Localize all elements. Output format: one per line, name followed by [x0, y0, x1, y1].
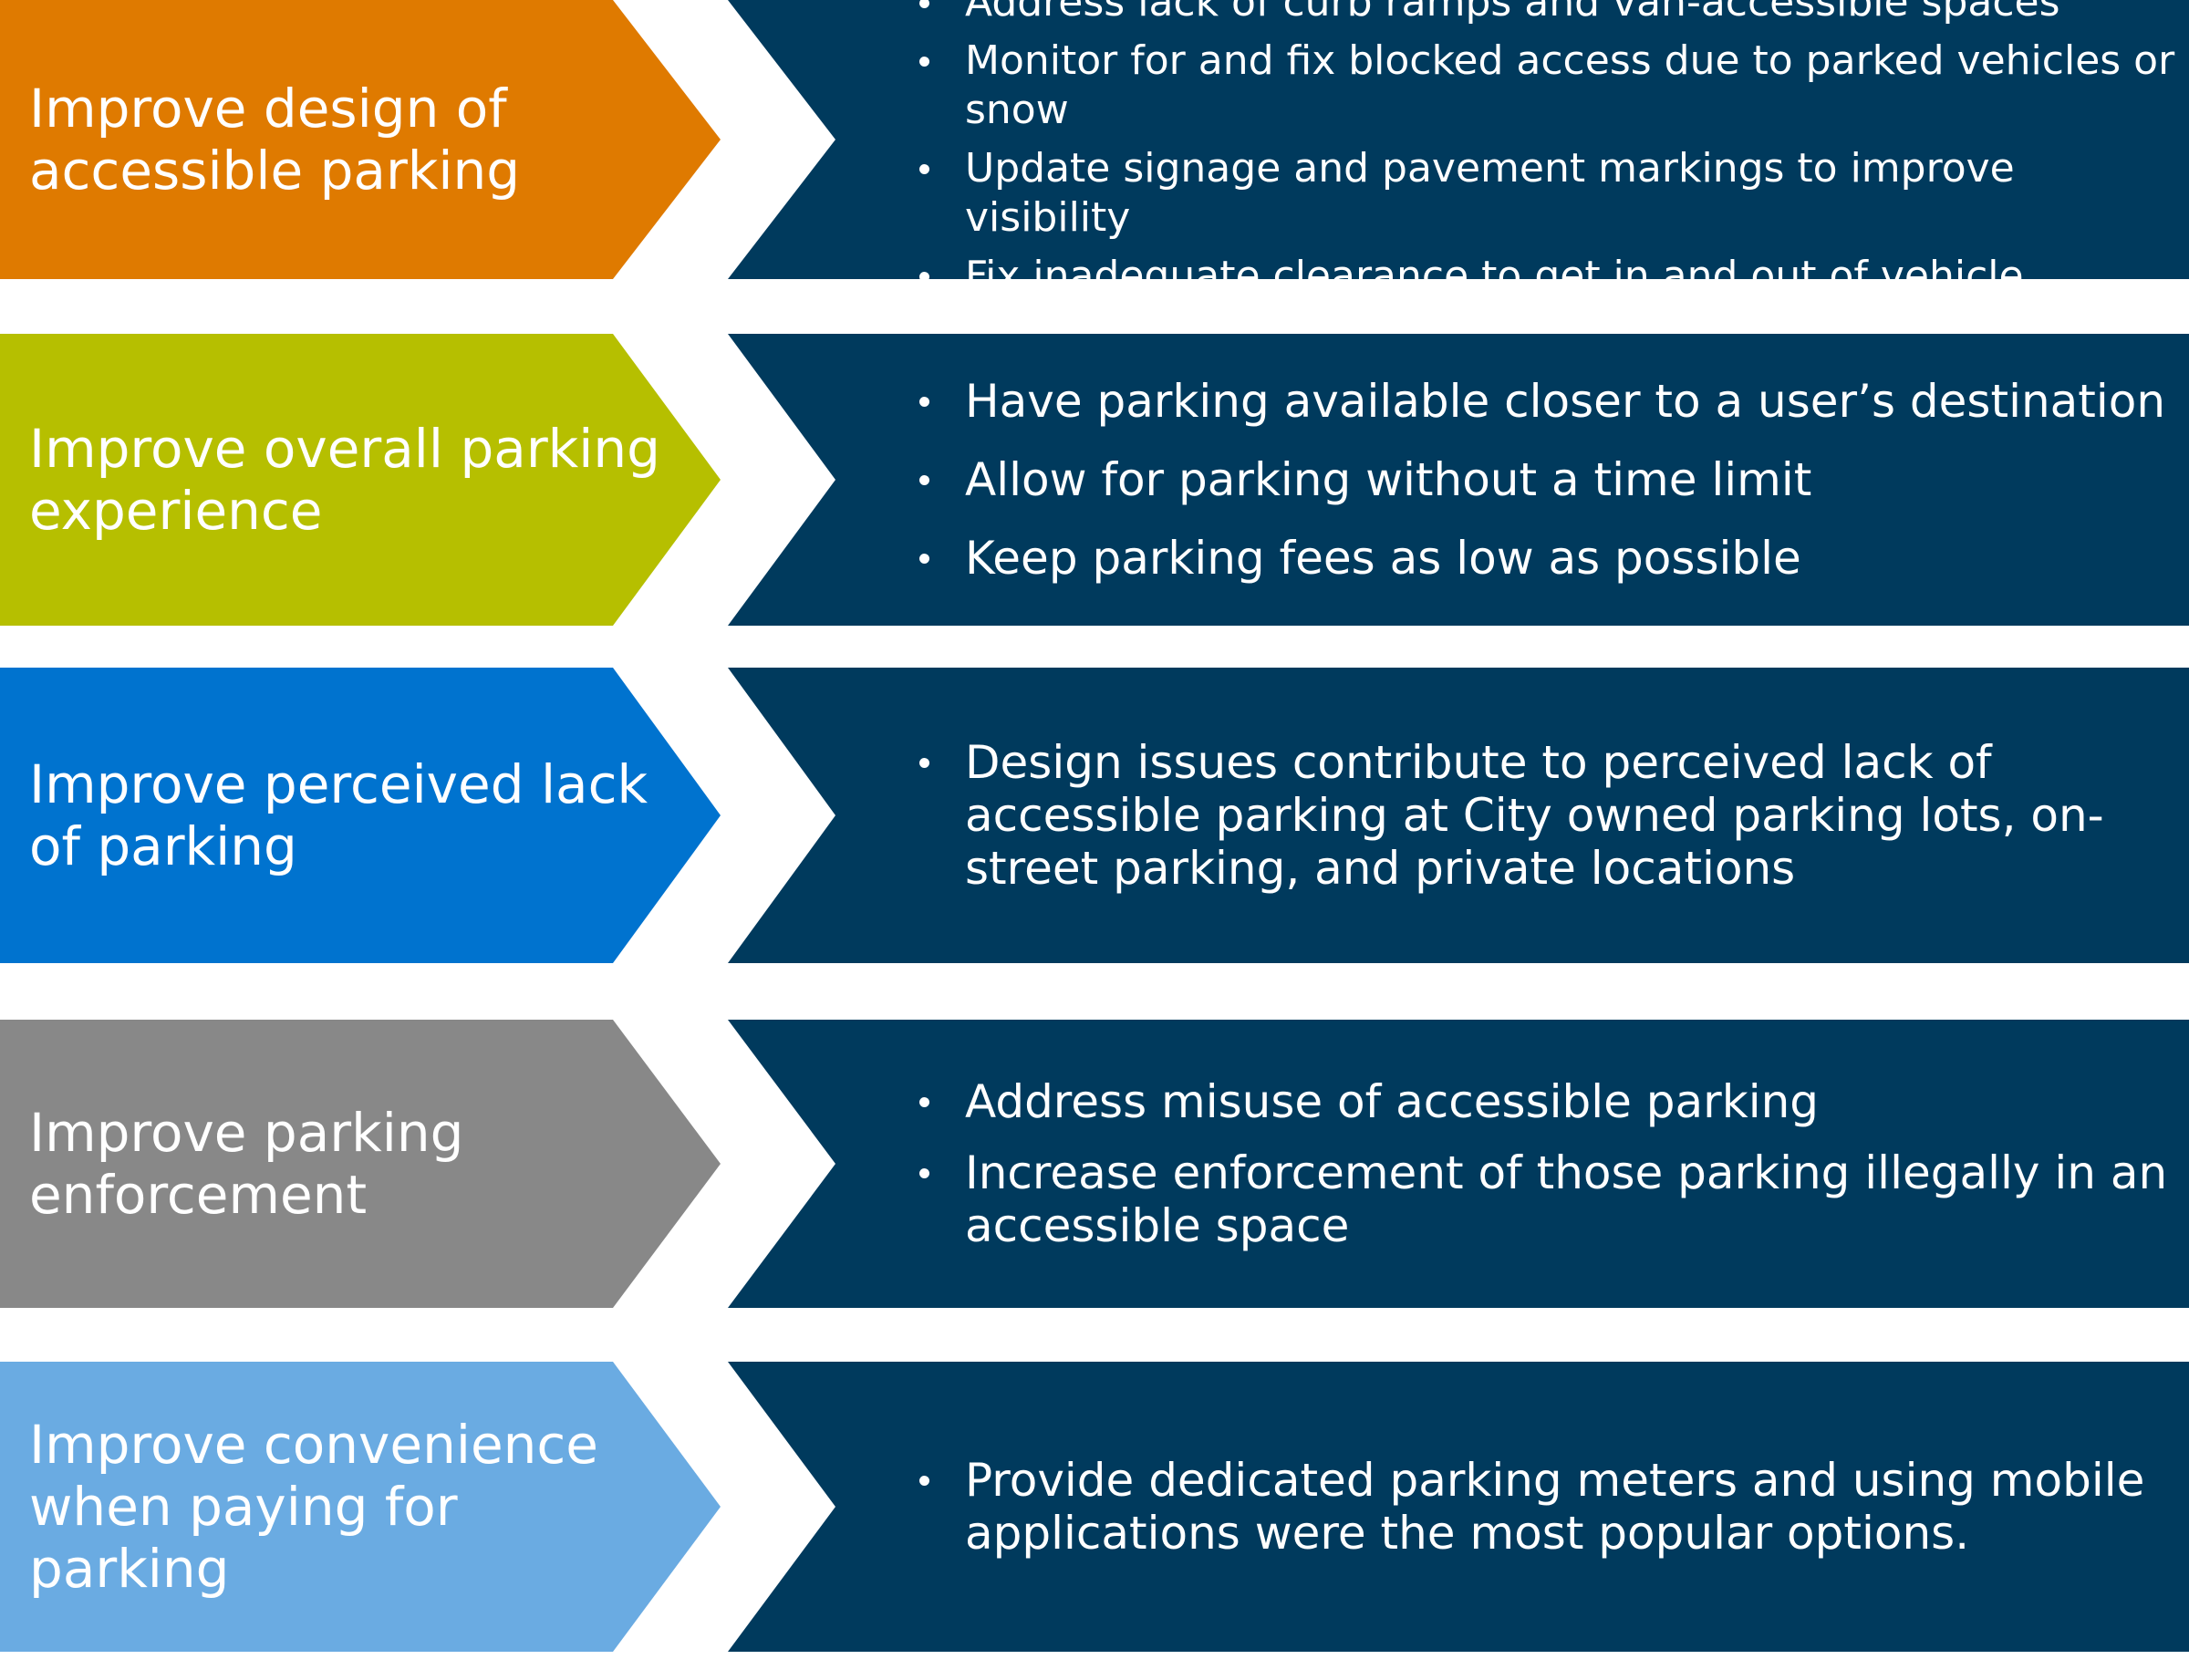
row-convenience-paying: Improve convenience when paying for park… — [0, 1362, 2189, 1652]
bullet-panel: Provide dedicated parking meters and usi… — [728, 1362, 2189, 1652]
row-title: Improve overall parking experience — [29, 418, 660, 542]
bullet-item: Keep parking fees as low as possible — [919, 530, 2178, 586]
row-title: Improve design of accessible parking — [29, 78, 521, 202]
bullet-item: Increase enforcement of those parking il… — [919, 1146, 2178, 1252]
bullet-panel: Address lack of curb ramps and van-acces… — [728, 0, 2189, 279]
chevron-arrow: Improve overall parking experience — [0, 334, 721, 626]
chevron-arrow: Improve parking enforcement — [0, 1020, 721, 1308]
bullet-item: Design issues contribute to perceived la… — [919, 736, 2178, 895]
bullet-list: Provide dedicated parking meters and usi… — [919, 1454, 2178, 1560]
bullet-item: Have parking available closer to a user’… — [919, 373, 2178, 430]
bullet-item: Address misuse of accessible parking — [919, 1075, 2178, 1128]
bullet-item: Monitor for and fix blocked access due t… — [919, 36, 2178, 135]
chevron-arrow: Improve design of accessible parking — [0, 0, 721, 279]
bullet-panel: Design issues contribute to perceived la… — [728, 668, 2189, 963]
bullet-panel: Address misuse of accessible parking Inc… — [728, 1020, 2189, 1308]
bullet-panel: Have parking available closer to a user’… — [728, 334, 2189, 626]
bullet-item: Fix inadequate clearance to get in and o… — [919, 252, 2178, 279]
row-design-accessible-parking: Improve design of accessible parking Add… — [0, 0, 2189, 279]
bullet-list: Have parking available closer to a user’… — [919, 373, 2178, 586]
chevron-arrow: Improve convenience when paying for park… — [0, 1362, 721, 1652]
row-title: Improve convenience when paying for park… — [29, 1414, 598, 1600]
bullet-list: Address misuse of accessible parking Inc… — [919, 1075, 2178, 1252]
bullet-item: Provide dedicated parking meters and usi… — [919, 1454, 2178, 1560]
row-overall-parking-experience: Improve overall parking experience Have … — [0, 334, 2189, 626]
bullet-item: Address lack of curb ramps and van-acces… — [919, 0, 2178, 27]
bullet-item: Allow for parking without a time limit — [919, 451, 2178, 508]
bullet-list: Design issues contribute to perceived la… — [919, 736, 2178, 895]
chevron-arrow: Improve perceived lack of parking — [0, 668, 721, 963]
row-parking-enforcement: Improve parking enforcement Address misu… — [0, 1020, 2189, 1308]
bullet-list: Address lack of curb ramps and van-acces… — [919, 0, 2178, 279]
row-title: Improve parking enforcement — [29, 1102, 464, 1226]
bullet-item: Update signage and pavement markings to … — [919, 144, 2178, 243]
row-title: Improve perceived lack of parking — [29, 753, 648, 877]
row-perceived-lack-of-parking: Improve perceived lack of parking Design… — [0, 668, 2189, 963]
